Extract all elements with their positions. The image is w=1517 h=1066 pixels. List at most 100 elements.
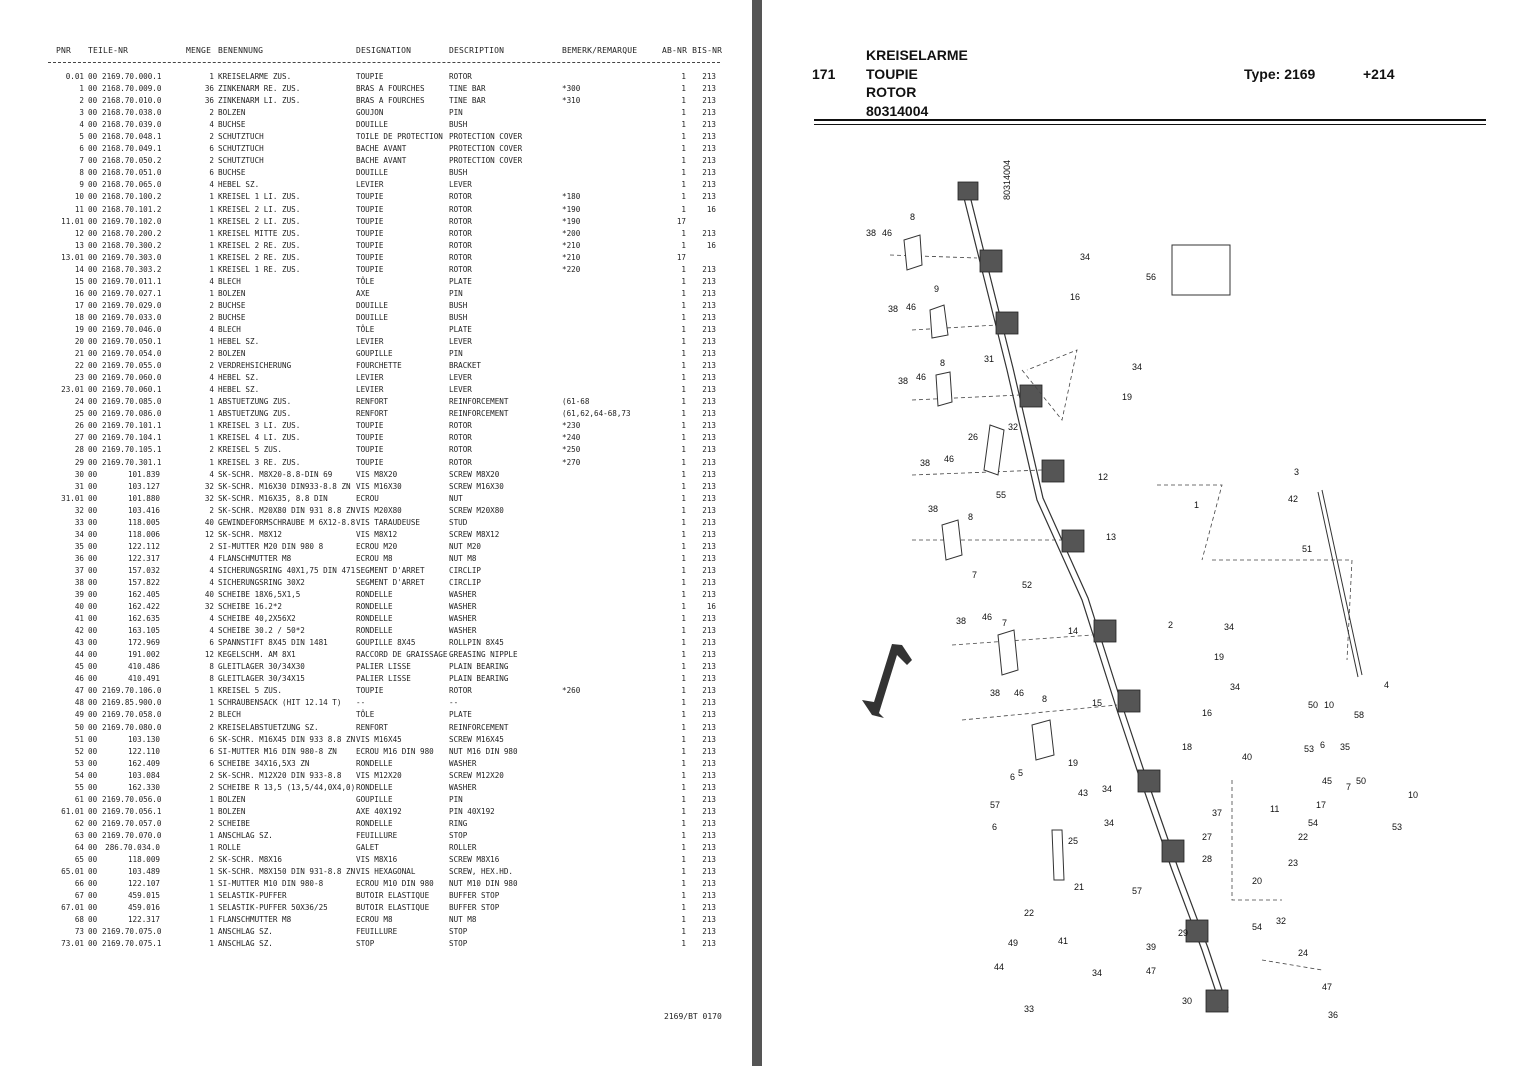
cell-quantity: 36	[204, 96, 214, 106]
cell-designation: --	[356, 698, 366, 708]
cell-benennung: SCHUTZTUCH	[218, 132, 264, 142]
cell-prefix: 00	[88, 662, 98, 672]
callout-47: 47	[1146, 966, 1156, 976]
cell-benennung: GLEITLAGER 30/34X30	[218, 662, 305, 672]
cell-prefix: 00	[88, 445, 98, 455]
cell-quantity: 40	[204, 590, 214, 600]
cell-pnr: 10	[74, 192, 84, 202]
cell-description: ROTOR	[449, 204, 472, 214]
cell-prefix: 00	[88, 577, 98, 587]
cell-ab-nr: 1	[681, 662, 686, 672]
cell-benennung: ABSTUETZUNG ZUS.	[218, 397, 292, 407]
cell-prefix: 00	[88, 108, 98, 118]
cell-part-number: 2169.70.303.0	[102, 252, 162, 262]
cell-bis-nr: 213	[702, 662, 716, 672]
cell-part-number: 122.317	[127, 915, 160, 925]
cell-ab-nr: 1	[681, 565, 686, 575]
cell-ab-nr: 1	[681, 903, 686, 913]
callout-43: 43	[1078, 788, 1088, 798]
cell-part-number: 172.969	[127, 638, 160, 648]
callout-27: 27	[1202, 832, 1212, 842]
cell-quantity: 1	[209, 915, 214, 925]
cell-description: ROTOR	[449, 216, 472, 226]
cell-description: SCREW M16X30	[449, 481, 504, 491]
cell-ab-nr: 1	[681, 577, 686, 587]
callout-7: 7	[1346, 782, 1351, 792]
cell-benennung: ANSCHLAG SZ.	[218, 830, 273, 840]
cell-prefix: 00	[88, 879, 98, 889]
callout-8: 8	[1042, 694, 1047, 704]
callout-38: 38	[956, 616, 966, 626]
cell-prefix: 00	[88, 734, 98, 744]
cell-prefix: 00	[88, 830, 98, 840]
cell-part-number: 2169.70.105.1	[102, 445, 162, 455]
cell-part-number: 2169.70.106.0	[102, 686, 162, 696]
header-menge: MENGE	[186, 46, 212, 55]
cell-pnr: 15	[74, 276, 84, 286]
cell-designation: VIS M8X12	[356, 529, 398, 539]
cell-pnr: 29	[74, 457, 84, 467]
cell-prefix: 00	[88, 517, 98, 527]
page-number: 171	[812, 66, 836, 82]
callout-29: 29	[1178, 928, 1188, 938]
cell-ab-nr: 1	[681, 782, 686, 792]
cell-description: BUSH	[449, 312, 468, 322]
callout-57: 57	[990, 800, 1000, 810]
cell-prefix: 00	[88, 614, 98, 624]
cell-ab-nr: 1	[681, 746, 686, 756]
cell-part-number: 2168.70.101.2	[102, 204, 162, 214]
cell-bis-nr: 213	[702, 614, 716, 624]
callout-46: 46	[916, 372, 926, 382]
cell-description: PLATE	[449, 710, 472, 720]
callout-33: 33	[1024, 1004, 1034, 1014]
cell-bis-nr: 213	[702, 794, 716, 804]
cell-ab-nr: 1	[681, 758, 686, 768]
cell-designation: TOUPIE	[356, 264, 384, 274]
cell-prefix: 00	[88, 710, 98, 720]
cell-bis-nr: 213	[702, 180, 716, 190]
cell-bis-nr: 213	[702, 433, 716, 443]
cell-part-number: 118.006	[127, 529, 160, 539]
cell-benennung: SPANNSTIFT 8X45 DIN 1481	[218, 638, 328, 648]
cell-part-number: 2168.70.100.2	[102, 192, 162, 202]
cell-ab-nr: 1	[681, 192, 686, 202]
cell-pnr: 1	[79, 84, 84, 94]
cell-bis-nr: 213	[702, 590, 716, 600]
cell-bis-nr: 213	[702, 674, 716, 684]
cell-benennung: BOLZEN	[218, 806, 246, 816]
cell-benennung: BOLZEN	[218, 349, 246, 359]
cell-bis-nr: 213	[702, 915, 716, 925]
cell-quantity: 4	[209, 385, 214, 395]
callout-46: 46	[906, 302, 916, 312]
cell-benennung: SK-SCHR. M8X12	[218, 529, 283, 539]
callout-38: 38	[866, 228, 876, 238]
cell-benennung: KREISEL 3 LI. ZUS.	[218, 421, 301, 431]
exploded-diagram: 80314004 38 46 8 34 16 56 38 46 9 31 34 …	[862, 160, 1418, 1020]
cell-ab-nr: 1	[681, 409, 686, 419]
cell-ab-nr: 1	[681, 144, 686, 154]
cell-benennung: SK-SCHR. M12X20 DIN 933-8.8	[218, 770, 342, 780]
cell-quantity: 2	[209, 722, 214, 732]
callout-6: 6	[1320, 740, 1325, 750]
cell-prefix: 00	[88, 457, 98, 467]
cell-prefix: 00	[88, 228, 98, 238]
cell-description: BUFFER STOP	[449, 903, 500, 913]
cell-bis-nr: 213	[702, 505, 716, 515]
cell-designation: ECROU M20	[356, 541, 398, 551]
callout-53: 53	[1392, 822, 1402, 832]
cell-part-number: 2169.70.060.0	[102, 373, 162, 383]
range-label: +214	[1363, 66, 1395, 82]
cell-pnr: 7	[79, 156, 84, 166]
cell-description: STOP	[449, 939, 468, 949]
cell-designation: RENFORT	[356, 397, 389, 407]
cell-part-number: 410.491	[127, 674, 160, 684]
cell-description: LEVER	[449, 385, 472, 395]
cell-ab-nr: 1	[681, 879, 686, 889]
callout-21: 21	[1074, 882, 1084, 892]
cell-description: PLAIN BEARING	[449, 662, 509, 672]
cell-pnr: 66	[74, 879, 84, 889]
cell-part-number: 2169.70.054.0	[102, 349, 162, 359]
cell-ab-nr: 1	[681, 481, 686, 491]
cell-designation: PALIER LISSE	[356, 674, 411, 684]
cell-ab-nr: 1	[681, 674, 686, 684]
